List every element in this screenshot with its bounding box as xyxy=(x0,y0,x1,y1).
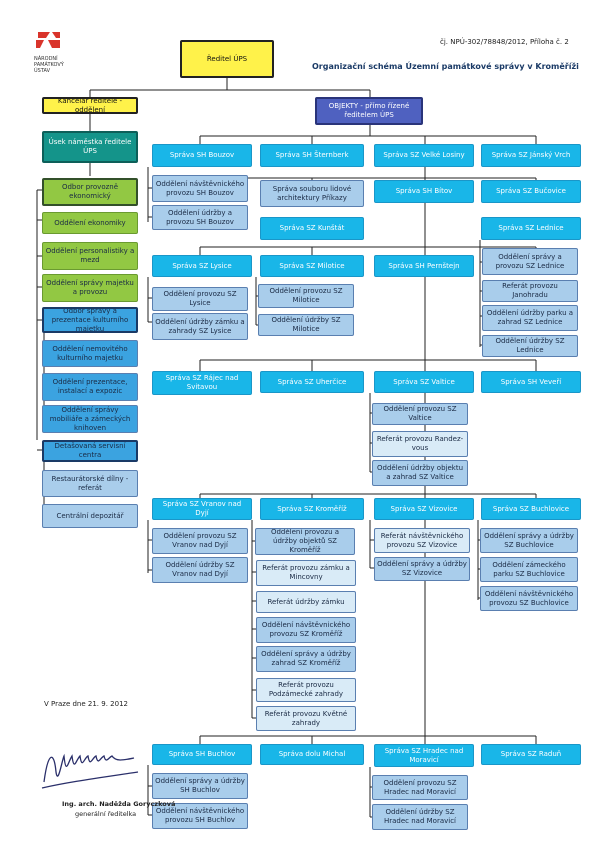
sub-unit: Oddělení správy a údržby SZ Vizovice xyxy=(374,557,470,581)
unit-vranov: Správa SZ Vranov nad Dyjí xyxy=(152,498,252,520)
footer-date: V Praze dne 21. 9. 2012 xyxy=(44,700,128,708)
sub-unit: Oddělení provozu SZ Lysice xyxy=(152,287,248,311)
unit-milotice: Správa SZ Milotice xyxy=(260,255,364,277)
unit-michal: Správa dolu Michal xyxy=(260,744,364,765)
pres-unit: Oddělení správy mobiliáře a zámeckých kn… xyxy=(42,405,138,433)
sub-unit: Oddělení údržby SZ Lednice xyxy=(482,335,578,357)
sub-unit: Oddělení správy a údržby SH Buchlov xyxy=(152,773,248,799)
signer-role: generální ředitelka xyxy=(75,810,137,818)
unit-kromeriz: Správa SZ Kroměříž xyxy=(260,498,364,520)
sub-unit: Oddělení provozu a údržby objektů SZ Kro… xyxy=(255,528,355,555)
objects-box: OBJEKTY - přímo řízené ředitelem ÚPS xyxy=(315,97,423,125)
signature-icon xyxy=(41,753,139,789)
service-unit: Centrální depozitář xyxy=(42,504,138,528)
sub-unit: Oddělení údržby a provozu SH Bouzov xyxy=(152,205,248,230)
unit-vizovice: Správa SZ Vizovice xyxy=(374,498,474,520)
logo-mark-icon xyxy=(36,32,60,48)
sub-unit: Oddělení návštěvnického provozu SH Bouzo… xyxy=(152,175,248,202)
sub-unit: Oddělení provozu SZ Hradec nad Moravicí xyxy=(372,775,468,800)
unit-sternberk: Správa SH Šternberk xyxy=(260,144,364,167)
sub-unit: Referát provozu Randez-vous xyxy=(372,431,468,457)
service-box: Detašovaná servisní centra xyxy=(42,440,138,462)
pres-dept-box: Odbor správy a prezentace kulturního maj… xyxy=(42,307,138,333)
unit-rajec: Správa SZ Rájec nad Svitavou xyxy=(152,371,252,395)
sub-unit: Referát provozu Podzámecké zahrady xyxy=(256,678,356,702)
unit-veveri: Správa SH Veveří xyxy=(481,371,581,393)
sub-unit: Oddělení provozu SZ Valtice xyxy=(372,403,468,425)
logo-text: NÁRODNÍ PAMÁTKOVÝ ÚSTAV xyxy=(34,56,74,74)
sub-unit: Oddělení správy a provozu SZ Lednice xyxy=(482,248,578,275)
unit-bitov: Správa SH Bítov xyxy=(374,180,474,203)
logo-line: ÚSTAV xyxy=(34,68,51,74)
logo-line: PAMÁTKOVÝ xyxy=(34,62,64,68)
sub-unit: Oddělení návštěvnického provozu SZ Buchl… xyxy=(480,586,578,611)
econ-unit: Oddělení správy majetku a provozu xyxy=(42,274,138,302)
sub-unit: Oddělení údržby parku a zahrad SZ Lednic… xyxy=(482,305,578,331)
unit-buchlovice: Správa SZ Buchlovice xyxy=(481,498,581,520)
sub-unit: Referát provozu Janohradu xyxy=(482,280,578,302)
sub-unit: Oddělení údržby objektu a zahrad SZ Valt… xyxy=(372,460,468,486)
econ-dept-box: Odbor provozně ekonomický xyxy=(42,178,138,206)
econ-unit: Oddělení personalistiky a mezd xyxy=(42,242,138,270)
unit-radun: Správa SZ Raduň xyxy=(481,744,581,765)
sub-unit: Oddělení údržby zámku a zahrady SZ Lysic… xyxy=(152,313,248,340)
sub-unit: Referát provozu zámku a Mincovny xyxy=(256,560,356,586)
deputy-box: Úsek náměstka ředitele ÚPS xyxy=(42,131,138,163)
director-box: Ředitel ÚPS xyxy=(180,40,274,78)
chart-title: Organizační schéma Územní památkové sprá… xyxy=(312,62,579,71)
npu-logo: NÁRODNÍ PAMÁTKOVÝ ÚSTAV xyxy=(34,30,74,80)
sub-unit: Referát údržby zámku xyxy=(256,591,356,613)
unit-hradec: Správa SZ Hradec nad Moravicí xyxy=(374,744,474,767)
sub-unit: Oddělení správy a údržby SZ Buchlovice xyxy=(480,528,578,553)
unit-bucovice: Správa SZ Bučovice xyxy=(481,180,581,203)
unit-buchlov: Správa SH Buchlov xyxy=(152,744,252,765)
sub-unit: Oddělení návštěvnického provozu SZ Kromě… xyxy=(256,617,356,643)
unit-bouzov: Správa SH Bouzov xyxy=(152,144,252,167)
unit-valtice: Správa SZ Valtice xyxy=(374,371,474,393)
sub-unit: Oddělení údržby SZ Hradec nad Moravicí xyxy=(372,804,468,830)
unit-lednice: Správa SZ Lednice xyxy=(481,217,581,240)
office-box: Kancelář ředitele - oddělení xyxy=(42,97,138,114)
sub-unit: Oddělení provozu SZ Milotice xyxy=(258,284,354,308)
sub-unit: Oddělení správy a údržby zahrad SZ Kromě… xyxy=(256,646,356,672)
unit-pernstejn: Správa SH Pernštejn xyxy=(374,255,474,277)
sub-unit: Oddělení návštěvnického provozu SH Buchl… xyxy=(152,803,248,829)
unit-kunstat: Správa SZ Kunštát xyxy=(260,217,364,240)
pres-unit: Oddělení prezentace, instalací a expozic xyxy=(42,373,138,401)
unit-uhercice: Správa SZ Uherčice xyxy=(260,371,364,393)
sub-unit: Oddělení údržby SZ Vranov nad Dyjí xyxy=(152,557,248,583)
sub-unit: Referát provozu Květné zahrady xyxy=(256,706,356,731)
service-unit: Restaurátorské dílny - referát xyxy=(42,470,138,497)
reference-number: čj. NPÚ-302/78848/2012, Příloha č. 2 xyxy=(440,38,569,46)
sub-unit: Oddělení údržby SZ Milotice xyxy=(258,314,354,336)
unit-lysice: Správa SZ Lysice xyxy=(152,255,252,277)
sub-unit: Referát návštěvnického provozu SZ Vizovi… xyxy=(374,528,470,553)
logo-line: NÁRODNÍ xyxy=(34,56,58,62)
sub-unit: Oddělení zámeckého parku SZ Buchlovice xyxy=(480,557,578,582)
sub-unit: Oddělení provozu SZ Vranov nad Dyjí xyxy=(152,528,248,554)
signer-name: Ing. arch. Naděžda Goryczková xyxy=(62,800,176,808)
unit-pribory: Správa souboru lidové architektury Příka… xyxy=(260,180,364,207)
unit-jansky: Správa SZ Jánský Vrch xyxy=(481,144,581,167)
pres-unit: Oddělení nemovitého kulturního majetku xyxy=(42,340,138,367)
econ-unit: Oddělení ekonomiky xyxy=(42,212,138,234)
unit-losiny: Správa SZ Velké Losiny xyxy=(374,144,474,167)
